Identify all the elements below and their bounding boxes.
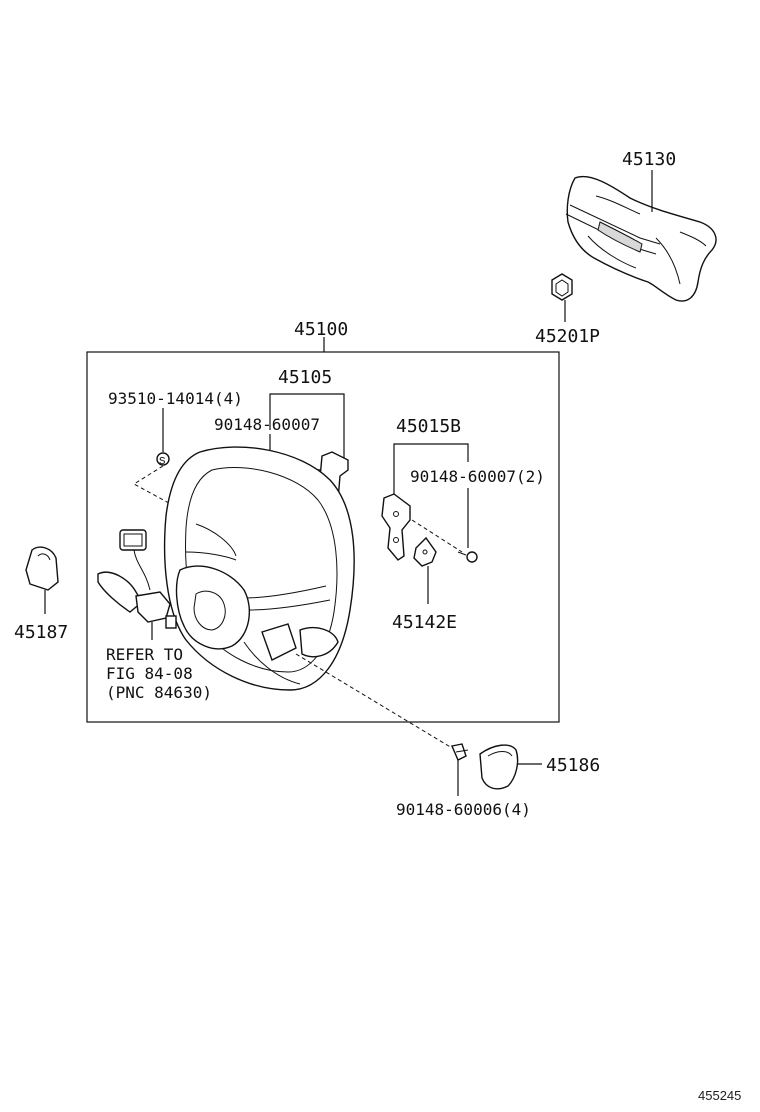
label-45130: 45130: [622, 149, 676, 170]
figure-id: 455245: [698, 1088, 741, 1103]
steering-wheel-icon: [163, 446, 355, 691]
clip-icon: s: [156, 452, 170, 467]
label-45142E: 45142E: [392, 612, 457, 633]
bracket-45015B: [393, 443, 469, 496]
dash-45015B: [411, 519, 463, 553]
label-90148-60007-2: 90148-60007(2): [410, 467, 545, 486]
label-45015B: 45015B: [396, 416, 461, 437]
refer-line-2: FIG 84-08: [106, 664, 193, 683]
label-45100: 45100: [294, 319, 348, 340]
label-45187: 45187: [14, 622, 68, 643]
cover-45187-icon: [25, 546, 59, 591]
airbag-cover-icon: [565, 175, 717, 302]
svg-text:s: s: [159, 452, 166, 467]
switch-harness-icon: [97, 529, 177, 640]
cap-icon: [479, 744, 519, 790]
screw-icon: [451, 743, 469, 761]
label-90148-60007: 90148-60007: [214, 415, 320, 434]
refer-line-1: REFER TO: [106, 645, 183, 664]
label-45186: 45186: [546, 755, 600, 776]
bracket-45015B-icon: [381, 493, 411, 561]
bolt-icon: [457, 551, 478, 563]
dash-45186: [295, 653, 453, 749]
label-45201P: 45201P: [535, 326, 600, 347]
plate-45142E-icon: [413, 536, 437, 567]
assembly-box-45100: [86, 351, 560, 723]
label-45105: 45105: [278, 367, 332, 388]
label-90148-60006: 90148-60006(4): [396, 800, 531, 819]
nut-icon: [551, 273, 573, 301]
refer-line-3: (PNC 84630): [106, 683, 212, 702]
bracket-45105: [269, 393, 345, 460]
label-93510-14014: 93510-14014(4): [108, 389, 243, 408]
